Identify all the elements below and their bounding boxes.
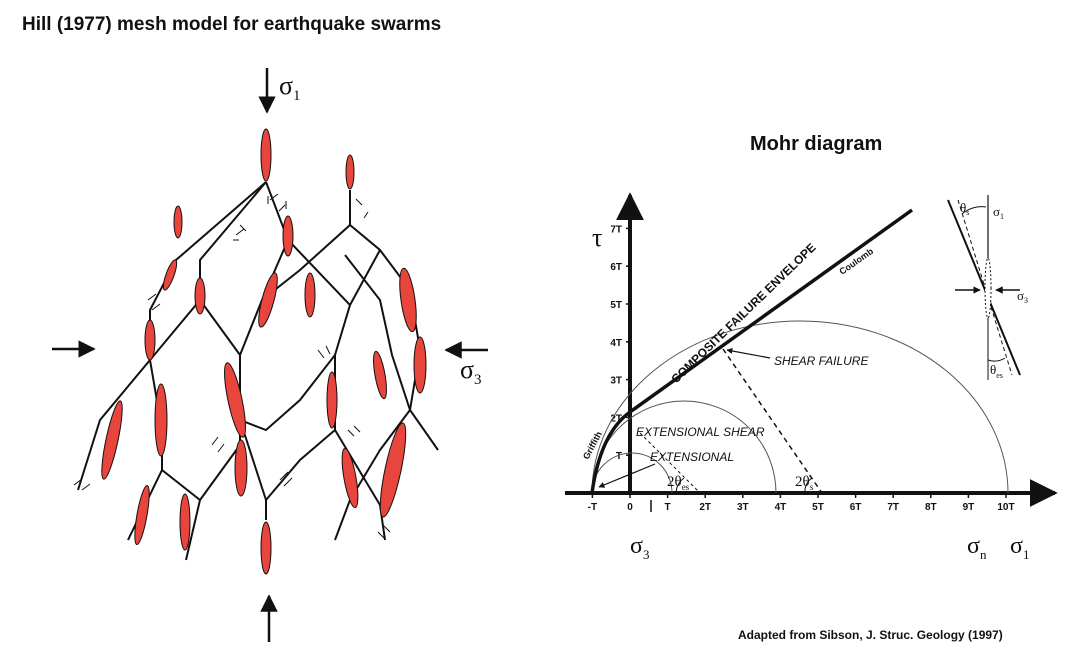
vein-lens	[373, 350, 387, 400]
x-tick-label: 9T	[963, 502, 975, 513]
vein-lens	[154, 383, 168, 457]
x-tick-label: -T	[588, 502, 597, 513]
extension-vein-lenses	[101, 128, 427, 575]
y-axis-ticks: 7T 6T 5T 4T 3T 2T T	[610, 224, 630, 462]
vein-lens	[194, 277, 206, 315]
y-tick-label: 2T	[610, 413, 622, 424]
extensional-label: EXTENSIONAL	[650, 450, 734, 464]
extensional-shear-label: EXTENSIONAL SHEAR	[636, 425, 765, 439]
inset-shear-fracture	[947, 199, 1021, 376]
sigma-n-label: σn	[967, 533, 987, 562]
vein-lens	[379, 422, 407, 518]
inset-theta-s-arc	[961, 206, 987, 215]
shear-failure-radius	[722, 348, 823, 494]
x-tick-label: 2T	[699, 502, 711, 513]
x-tick-label: T	[665, 502, 671, 513]
inset-theta-es-label: θes	[990, 362, 1003, 380]
sigma3-prime-label: σ3	[630, 533, 649, 562]
vein-lens	[399, 267, 417, 333]
sigma3-label: σ3	[460, 355, 482, 388]
vein-lens	[162, 259, 178, 291]
vein-lens	[134, 484, 150, 546]
composite-failure-envelope	[590, 208, 914, 494]
mesh-model: σ1 σ3	[52, 68, 488, 642]
vein-lens	[282, 215, 294, 257]
inset-extension-vein	[984, 257, 992, 319]
inset-theta-s-label: θs	[960, 200, 969, 217]
two-theta-es-arc	[675, 477, 685, 494]
x-tick-label: 0	[627, 502, 633, 513]
vein-lens	[304, 272, 316, 318]
y-tick-label: 7T	[610, 224, 622, 235]
vein-lens	[224, 362, 246, 438]
vein-lens	[234, 439, 248, 497]
vein-lens	[179, 493, 191, 551]
two-theta-es-label: 2θes	[667, 474, 690, 492]
vein-lens	[345, 154, 355, 190]
mohr-circles	[591, 320, 1009, 494]
y-tick-label: 3T	[610, 376, 622, 387]
vein-lens	[326, 371, 338, 429]
vein-lens	[413, 336, 427, 394]
tau-axis-label: τ	[592, 223, 602, 252]
x-axis-ticks: -T 0 T 2T 3T 4T 5T 6T 7T 8T 9T 10T	[588, 493, 1015, 513]
extensional-pointer	[598, 463, 656, 488]
shear-failure-pointer	[726, 348, 771, 359]
y-tick-label: 5T	[610, 300, 622, 311]
sigma1-label: σ1	[279, 71, 301, 104]
two-theta-s-label: 2θs	[795, 474, 814, 492]
vein-lens	[341, 447, 359, 509]
sigma1-prime-label: σ1	[1010, 533, 1029, 562]
vein-lens	[260, 128, 272, 182]
mohr-circle-shear-failure	[591, 320, 1009, 494]
inset-sigma1-label: σ1	[993, 204, 1004, 221]
vein-lens	[173, 205, 183, 239]
x-tick-label: 3T	[737, 502, 749, 513]
vein-lens	[258, 272, 278, 328]
shear-failure-label: SHEAR FAILURE	[774, 354, 869, 368]
page-title: Hill (1977) mesh model for earthquake sw…	[22, 14, 442, 35]
vein-lens	[101, 400, 123, 480]
vein-lens	[144, 319, 156, 361]
two-theta-s-arc	[804, 477, 813, 494]
x-tick-label: 10T	[997, 502, 1014, 513]
source-credit: Adapted from Sibson, J. Struc. Geology (…	[738, 628, 1003, 642]
inset-sigma3-label: σ3	[1017, 288, 1028, 305]
y-tick-label: T	[616, 451, 622, 462]
shear-sense-markers	[73, 193, 391, 539]
y-tick-label: 4T	[610, 338, 622, 349]
x-tick-label: 5T	[812, 502, 824, 513]
x-tick-label: 4T	[775, 502, 787, 513]
x-tick-label: 7T	[887, 502, 899, 513]
x-tick-label: 8T	[925, 502, 937, 513]
fracture-orientation-inset: θs σ1 σ3 θes	[947, 195, 1028, 380]
vein-lens	[260, 521, 272, 575]
extensional-shear-radius	[639, 432, 701, 494]
mohr-diagram-title: Mohr diagram	[750, 133, 883, 155]
inset-theta-es-arc	[987, 357, 1006, 362]
x-tick-label: 6T	[850, 502, 862, 513]
y-tick-label: 6T	[610, 262, 622, 273]
